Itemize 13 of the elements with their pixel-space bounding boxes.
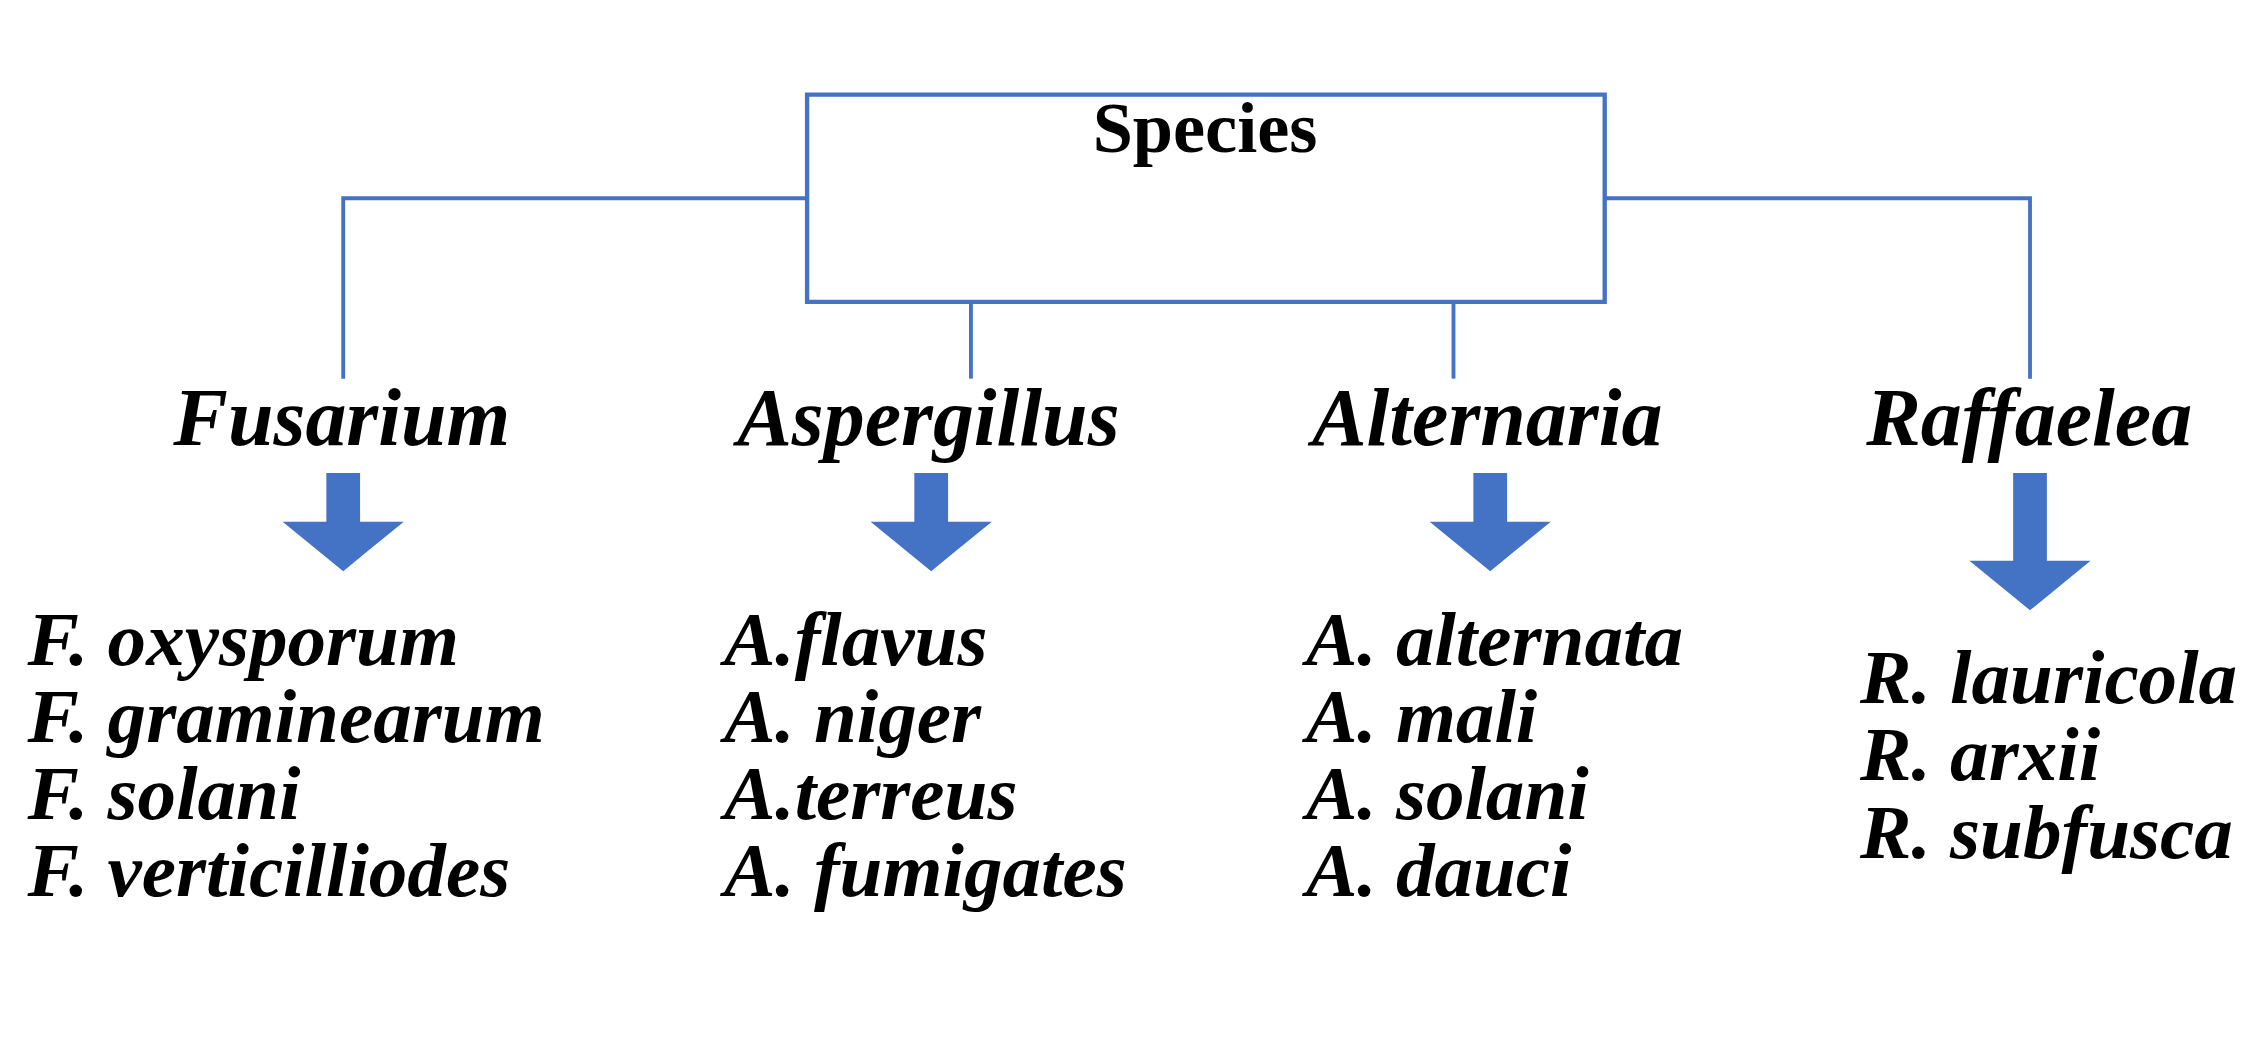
connector [1605,195,2032,379]
node-text: Raffaelea [1866,371,2193,463]
node-box: Species [804,91,1607,304]
arrow [1969,472,2091,610]
connector [969,301,973,379]
node-text: F. oxysporum F. graminearum F. solani F. verticilliodes [27,595,545,913]
connector [341,195,807,379]
connector [1451,301,1456,379]
arrow [870,472,992,571]
arrow [282,472,404,571]
node-text: Fusarium [173,371,511,463]
arrow [1429,472,1551,571]
node-text: R. lauricola R. arxii R. subfusca [1860,633,2238,875]
